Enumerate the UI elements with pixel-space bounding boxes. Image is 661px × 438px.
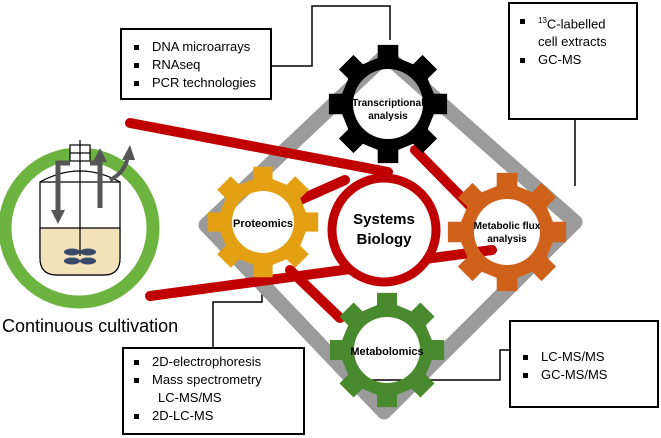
- method-item: LC-MS/MS: [517, 348, 651, 366]
- metabolomics-label: Metabolomics: [350, 346, 423, 358]
- metabolic-flux-label-line2: analysis: [487, 234, 527, 245]
- metabolomics-gear: [329, 292, 445, 408]
- method-item: 2D-electrophoresis: [128, 353, 299, 371]
- carbon-isotope-superscript: 13: [538, 16, 547, 25]
- systems-biology-ring: [327, 173, 441, 287]
- method-item: 2D-LC-MS: [128, 407, 299, 425]
- method-item: RNAseq: [128, 56, 264, 74]
- method-item: 13C-labelled: [514, 12, 632, 33]
- connector-transcriptional: [270, 5, 391, 67]
- link-proteomics-transcriptional: [295, 175, 350, 205]
- transcriptional-gear: [328, 44, 448, 164]
- bioreactor-icon: [0, 140, 160, 309]
- transcriptional-label-line2: analysis: [368, 111, 408, 122]
- method-item: DNA microarrays: [128, 38, 264, 56]
- link-proteomics-metabolomics: [285, 265, 345, 323]
- link-bioreactor-bottom-metabolic: [145, 245, 497, 301]
- transcriptional-label-line1: Transcriptional: [352, 98, 424, 109]
- metabolomics-methods-box: LC-MS/MS GC-MS/MS: [509, 320, 659, 408]
- link-bioreactor-top-transcriptional: [125, 118, 393, 177]
- proteomics-methods-box: 2D-electrophoresis Mass spectrometry LC-…: [122, 347, 305, 435]
- metabolic-flux-gear: [447, 172, 567, 292]
- method-subitem: LC-MS/MS: [158, 390, 222, 405]
- method-item: GC-MS/MS: [517, 366, 651, 384]
- systems-biology-label-line2: Biology: [357, 231, 413, 248]
- systems-biology-label-line1: Systems: [353, 211, 415, 228]
- continuous-cultivation-caption: Continuous cultivation: [2, 316, 179, 336]
- method-item-continued: cell extracts: [538, 34, 607, 50]
- labelled-extracts-text: C-labelled: [546, 16, 606, 32]
- method-item: PCR technologies: [128, 74, 264, 92]
- proteomics-gear: [207, 166, 319, 278]
- metabolic-flux-label-line1: Metabolic flux: [474, 221, 541, 232]
- method-item: Mass spectrometry: [128, 371, 299, 389]
- method-item: GC-MS: [514, 51, 632, 69]
- proteomics-label: Proteomics: [233, 218, 293, 230]
- flux-methods-box: 13C-labelled cell extracts GC-MS: [508, 2, 638, 120]
- transcriptional-methods-box: DNA microarrays RNAseq PCR technologies: [120, 28, 272, 100]
